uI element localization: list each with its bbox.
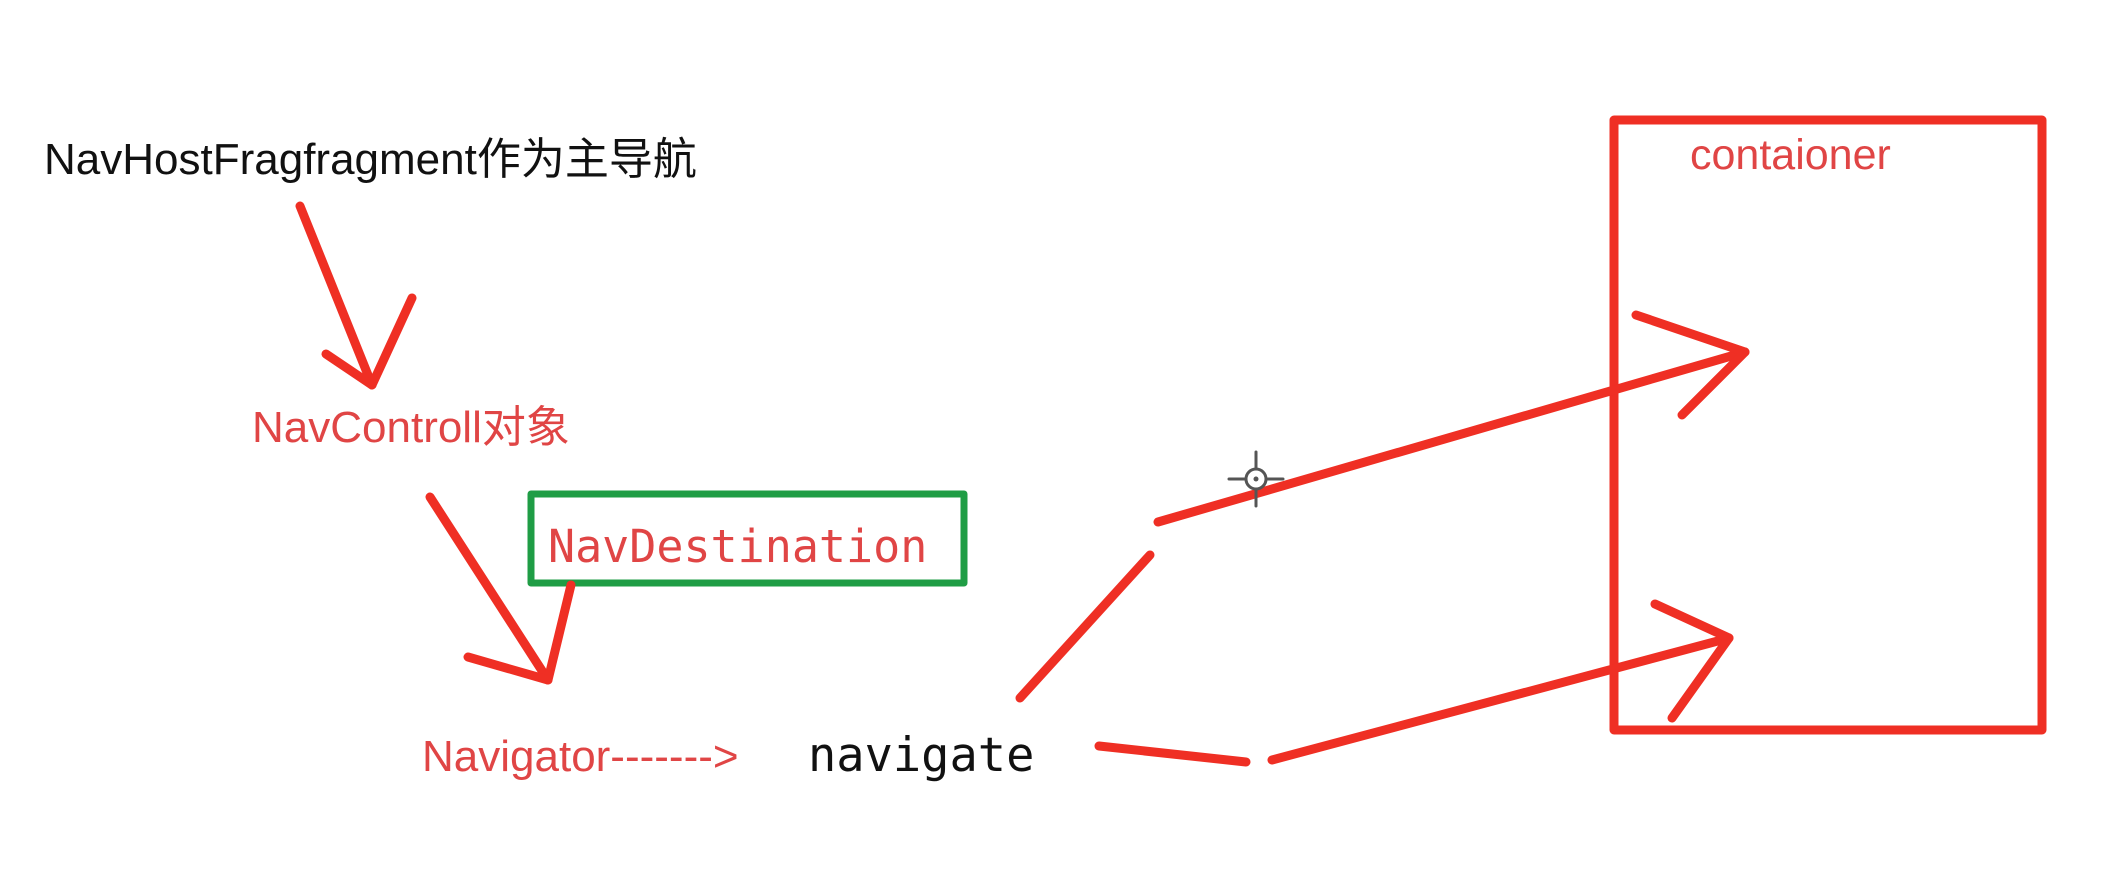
nav-host-fragment-label: NavHostFragfragment作为主导航	[44, 135, 697, 184]
navigate-label: navigate	[808, 728, 1035, 783]
container-label: contaioner	[1690, 131, 1891, 179]
arrow-navigate-to-container-lower	[1094, 599, 1734, 767]
crosshair-cursor-icon	[1227, 450, 1285, 508]
nav-controller-label: NavControll对象	[252, 403, 570, 452]
arrow-controller-to-navigator	[425, 492, 576, 685]
container-box	[1609, 115, 2047, 735]
navigator-label: Navigator------->	[422, 732, 739, 781]
arrow-host-to-controller	[295, 201, 417, 390]
nav-destination-label: NavDestination	[548, 520, 928, 573]
nav-destination-box	[527, 490, 968, 587]
arrow-navigate-to-container-upper	[1015, 310, 1750, 703]
